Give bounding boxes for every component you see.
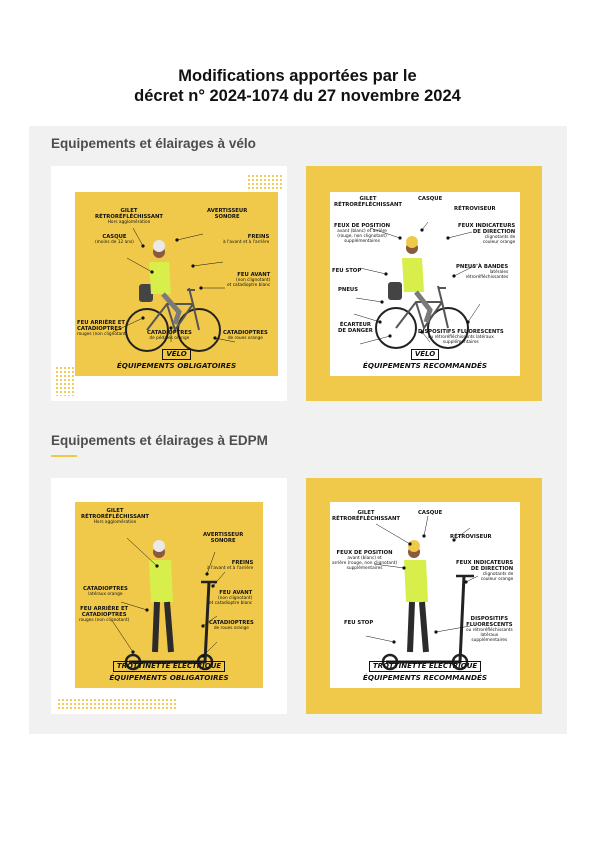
label-gilet: GILET RÉTRORÉFLÉCHISSANT [334,196,403,209]
label-freins: FREINS à l'avant et à l'arrière [223,234,270,246]
label-avertisseur: AVERTISSEUR SONORE [207,208,248,221]
card-velo-recommandes: GILET RÉTRORÉFLÉCHISSANT CASQUE RÉTROVIS… [306,166,542,401]
label-ecarteur: ÉCARTEUR DE DANGER [338,322,373,335]
label-feu-arriere: FEU ARRIÈRE ET CATADIOPTRES rouges (non … [77,320,128,338]
label-feux-indicateurs: FEUX INDICATEURS DE DIRECTION clignotant… [458,223,516,246]
label-casque: CASQUE [418,510,443,516]
label-feu-stop: FEU STOP [344,620,374,626]
bicycle-rider-illustration [353,221,481,349]
label-feu-avant: FEU AVANT (non clignotant) et catadioptr… [209,590,253,607]
label-casque: CASQUE (moins de 12 ans) [95,234,134,246]
label-catadioptres-lateraux: CATADIOPTRES latéraux orange [83,586,128,598]
label-retroviseur: RÉTROVISEUR [454,206,496,212]
label-dispositifs: DISPOSITIFS FLUORESCENTS ou rétroréfléch… [418,329,504,346]
section-title-edpm: Equipements et élairages à EDPM [51,433,268,448]
label-pneus: PNEUS [338,287,359,293]
label-gilet: GILET RÉTRORÉFLÉCHISSANT Hors agglomérat… [95,208,164,226]
page-title-line-1: Modifications apportées par le [178,67,417,85]
card-footer: TROTTINETTE ÉLECTRIQUE ÉQUIPEMENTS RECOM… [362,661,488,682]
label-feux-indicateurs: FEUX INDICATEURS DE DIRECTION clignotant… [456,560,514,583]
card-trottinette-recommandes: GILET RÉTRORÉFLÉCHISSANT CASQUE RÉTROVIS… [306,478,542,714]
label-feux-position: FEUX DE POSITION avant (blanc) et arrièr… [332,550,398,572]
label-gilet: GILET RÉTRORÉFLÉCHISSANT [332,510,401,523]
page-title: Modifications apportées par le décret n°… [0,66,595,106]
label-freins: FREINS à l'avant et à l'arrière [207,560,254,572]
dots-decoration [57,698,177,710]
card-velo-obligatoires: GILET RÉTRORÉFLÉCHISSANT Hors agglomérat… [51,166,287,401]
label-avertisseur: AVERTISSEUR SONORE [203,532,244,545]
label-retroviseur: RÉTROVISEUR [450,534,492,540]
label-feux-position: FEUX DE POSITION avant (blanc) et arrièr… [334,223,391,245]
card-inner: GILET RÉTRORÉFLÉCHISSANT CASQUE RÉTROVIS… [330,192,520,376]
label-catadioptres-pedales: CATADIOPTRES de pédales orange [147,330,192,342]
scooter-rider-illustration [365,515,479,671]
card-inner: GILET RÉTRORÉFLÉCHISSANT CASQUE RÉTROVIS… [330,502,520,688]
label-catadioptres-roues: CATADIOPTRES de roues orange [223,330,268,342]
scooter-rider-illustration [112,537,226,671]
card-trottinette-obligatoires: GILET RÉTRORÉFLÉCHISSANT Hors agglomérat… [51,478,287,714]
label-feu-arriere: FEU ARRIÈRE ET CATADIOPTRES rouges (non … [79,606,130,624]
section-title-velo: Equipements et élairages à vélo [51,136,256,151]
label-dispositifs: DISPOSITIFS FLUORESCENTS ou rétroréfléch… [466,616,513,644]
label-catadioptres-roues: CATADIOPTRES de roues orange [209,620,254,632]
dots-decoration [247,174,283,190]
label-pneus-bandes: PNEUS À BANDES latérales rétroréfléchiss… [456,264,509,281]
card-footer: VÉLO ÉQUIPEMENTS RECOMMANDÉS [362,349,488,370]
label-gilet: GILET RÉTRORÉFLÉCHISSANT Hors agglomérat… [81,508,150,526]
card-footer: TROTTINETTE ÉLECTRIQUE ÉQUIPEMENTS OBLIG… [109,661,229,682]
card-inner: GILET RÉTRORÉFLÉCHISSANT Hors agglomérat… [75,192,278,376]
label-feu-avant: FEU AVANT (non clignotant) et catadioptr… [227,272,271,289]
dots-decoration [55,366,75,396]
card-inner: GILET RÉTRORÉFLÉCHISSANT Hors agglomérat… [75,502,263,688]
card-footer: VÉLO ÉQUIPEMENTS OBLIGATOIRES [116,349,237,370]
page-title-line-2: décret n° 2024-1074 du 27 novembre 2024 [134,87,461,105]
label-casque: CASQUE [418,196,443,202]
bicycle-rider-illustration [112,227,236,352]
label-feu-stop: FEU STOP [332,268,362,274]
section-underline [51,455,77,457]
